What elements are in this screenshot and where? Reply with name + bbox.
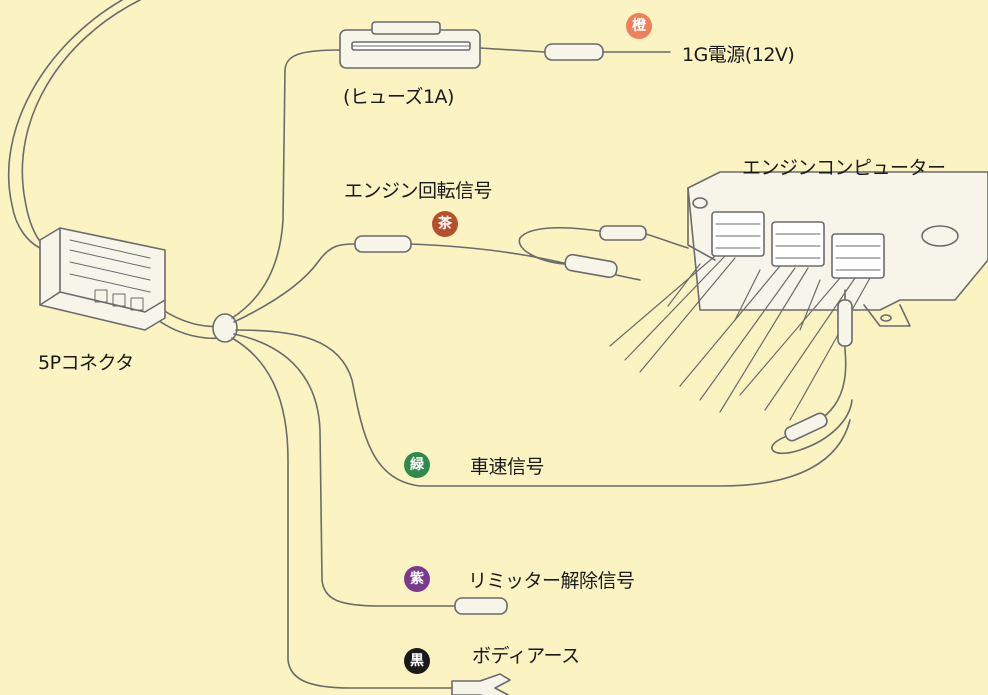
main-cable <box>21 0 141 251</box>
ecu-loop-wire <box>771 289 853 455</box>
wire-to-fuse <box>231 49 341 319</box>
speed-signal-color-badge: 緑 <box>404 452 430 478</box>
speed-signal-label: 車速信号 <box>470 456 545 478</box>
limiter-release-color-badge: 紫 <box>404 566 430 592</box>
body-earth-color-badge: 黒 <box>404 648 430 674</box>
engine-rotation-color-badge: 茶 <box>432 211 458 237</box>
wire-engine-rotation <box>233 243 356 323</box>
main-cable-inner <box>7 0 123 249</box>
wire-body-earth <box>231 337 453 689</box>
limiter-release-label: リミッター解除信号 <box>468 570 635 592</box>
connector-label: 5Pコネクタ <box>38 352 134 374</box>
engine-rotation-label: エンジン回転信号 <box>344 180 493 202</box>
rotation-terminal <box>354 235 412 253</box>
cable-hub <box>212 313 238 343</box>
limiter-terminal <box>454 597 508 615</box>
ig-power-color-badge: 橙 <box>626 13 652 39</box>
engine-computer-label: エンジンコンピューター <box>742 157 946 179</box>
wire-speed-signal <box>235 329 851 487</box>
ig-terminal <box>544 43 604 61</box>
ecu-harness <box>609 255 871 421</box>
earth-terminal <box>451 673 511 695</box>
wire-limiter-release <box>233 333 456 607</box>
5p-connector <box>39 227 166 331</box>
ig-power-label: 1G電源(12V) <box>682 44 795 66</box>
engine-computer <box>687 171 988 327</box>
fuse-label: (ヒューズ1A) <box>343 86 454 108</box>
body-earth-label: ボディアース <box>472 645 580 667</box>
wire-fuse-to-ig <box>479 47 546 53</box>
